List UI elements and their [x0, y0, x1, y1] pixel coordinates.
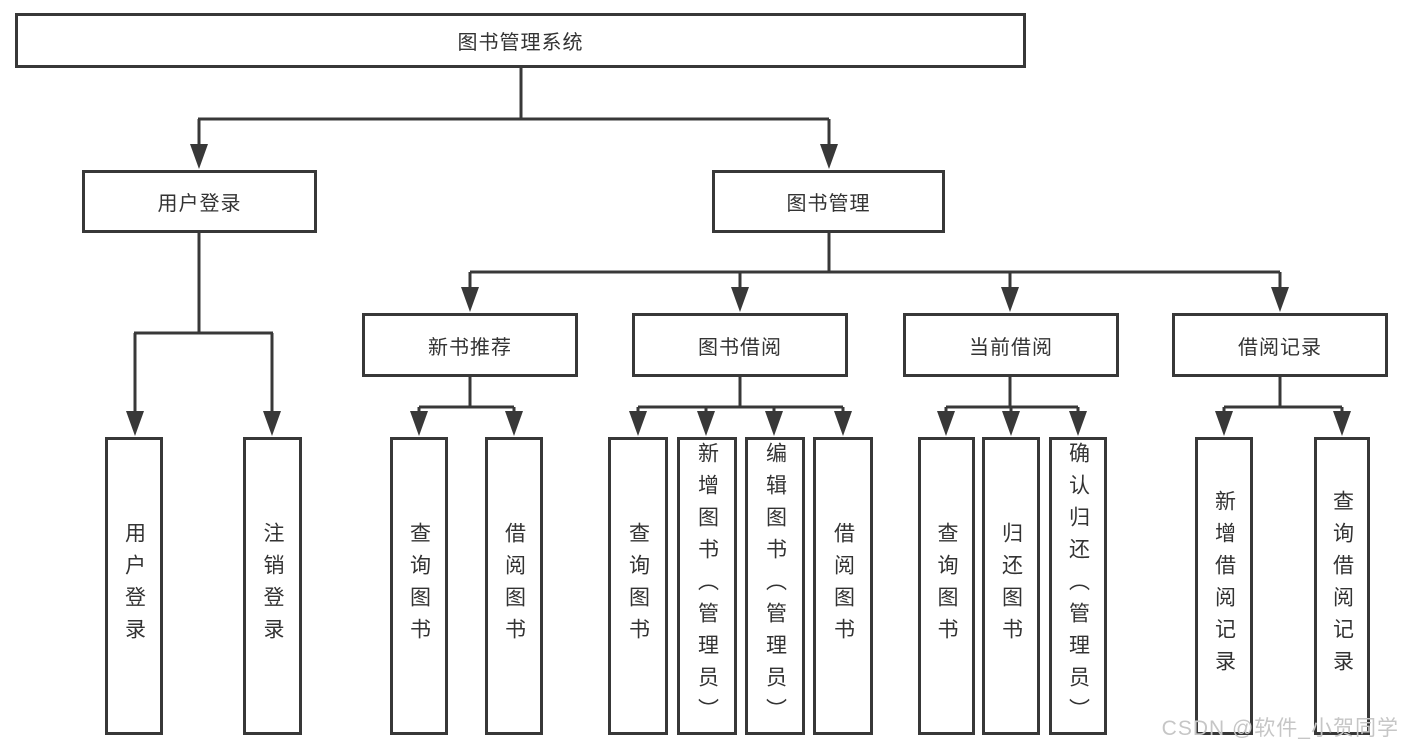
leaf-user-login: 用户登录: [105, 437, 163, 735]
leaf-confirm-return-admin: 确认归还（管理员）: [1049, 437, 1107, 735]
leaf-borrow-book: 借阅图书: [813, 437, 873, 735]
node-user-login: 用户登录: [82, 170, 317, 233]
arrowheads: [126, 144, 1351, 436]
connector-path: [133, 68, 1344, 414]
leaf-query-book-recommend: 查询图书: [390, 437, 448, 735]
leaf-query-book-borrow: 查询图书: [608, 437, 668, 735]
leaf-query-borrow-record: 查询借阅记录: [1314, 437, 1370, 735]
leaf-return-book: 归还图书: [982, 437, 1040, 735]
leaf-add-book-admin: 新增图书（管理员）: [677, 437, 737, 735]
node-library-management-system: 图书管理系统: [15, 13, 1026, 68]
leaf-borrow-book-recommend: 借阅图书: [485, 437, 543, 735]
leaf-add-borrow-record: 新增借阅记录: [1195, 437, 1253, 735]
node-book-management: 图书管理: [712, 170, 945, 233]
leaf-query-book-current: 查询图书: [918, 437, 975, 735]
node-book-borrowing: 图书借阅: [632, 313, 848, 377]
watermark: CSDN @软件_小贺同学: [1161, 717, 1399, 740]
node-new-book-recommendation: 新书推荐: [362, 313, 578, 377]
node-current-borrowing: 当前借阅: [903, 313, 1119, 377]
leaf-logout: 注销登录: [243, 437, 302, 735]
node-borrowing-records: 借阅记录: [1172, 313, 1388, 377]
leaf-edit-book-admin: 编辑图书（管理员）: [745, 437, 805, 735]
